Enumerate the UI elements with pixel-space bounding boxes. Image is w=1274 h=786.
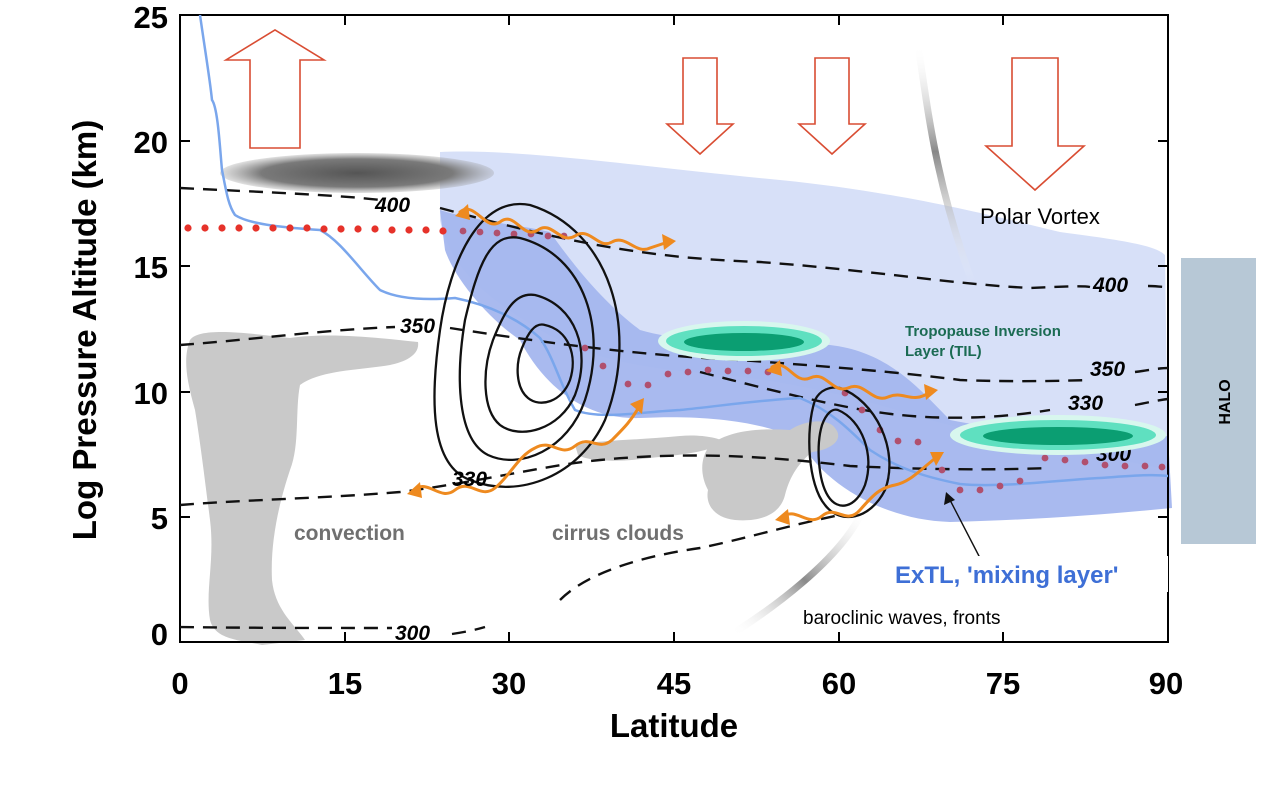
extl-label-backdrop bbox=[890, 556, 1168, 592]
y-tick-15: 15 bbox=[134, 250, 168, 285]
jet-stream-contours bbox=[433, 202, 891, 519]
extl-pointer-head bbox=[944, 492, 955, 505]
x-tick-0: 0 bbox=[171, 666, 188, 701]
isentrope-300-mid bbox=[180, 454, 1051, 507]
baroclinic-label: baroclinic waves, fronts bbox=[803, 608, 1000, 629]
wave-arrow-upper bbox=[458, 208, 670, 251]
y-tick-25: 25 bbox=[134, 0, 168, 35]
convection-label: convection bbox=[294, 522, 405, 545]
isentropes bbox=[180, 186, 1168, 636]
extl-label: ExTL, 'mixing layer' bbox=[895, 562, 1119, 589]
baroclinic-front-stroke bbox=[728, 508, 866, 638]
y-axis-title: Log Pressure Altitude (km) bbox=[66, 120, 103, 541]
halo-box bbox=[1181, 258, 1256, 544]
wave-arrow-lower-right bbox=[780, 454, 940, 522]
lower-stratosphere-region bbox=[440, 151, 1168, 470]
y-tick-20: 20 bbox=[134, 125, 168, 160]
extl-pointer-line bbox=[949, 499, 981, 559]
cirrus-cloud-left bbox=[575, 435, 725, 461]
til-ellipse-left bbox=[658, 321, 830, 361]
tropopause-line bbox=[198, 15, 1168, 487]
isentrope-label-300-bottom: 300 bbox=[395, 622, 430, 645]
til-ellipse-right bbox=[950, 415, 1166, 455]
til-label-line2: Layer (TIL) bbox=[905, 343, 982, 360]
isentrope-label-400-right: 400 bbox=[1092, 274, 1128, 297]
isentrope-400 bbox=[180, 186, 1168, 290]
x-tick-60: 60 bbox=[822, 666, 856, 701]
x-tick-75: 75 bbox=[986, 666, 1020, 701]
downward-arrow-3 bbox=[983, 57, 1087, 192]
x-tick-labels: 0 15 30 45 60 75 90 bbox=[171, 666, 1183, 701]
y-tick-0: 0 bbox=[151, 617, 168, 652]
wave-arrow-middle-left bbox=[412, 403, 642, 495]
tropopause-dots bbox=[184, 224, 447, 235]
til-label-line1: Tropopause Inversion bbox=[905, 323, 1061, 340]
isentrope-label-350-right: 350 bbox=[1090, 358, 1125, 381]
x-tick-30: 30 bbox=[492, 666, 526, 701]
baroclinic-label-backdrop bbox=[798, 598, 1166, 632]
y-tick-5: 5 bbox=[151, 501, 168, 536]
polar-vortex-label: Polar Vortex bbox=[980, 204, 1100, 229]
halo-label: HALO bbox=[1217, 379, 1234, 424]
x-tick-45: 45 bbox=[657, 666, 691, 701]
y-tick-labels: 25 20 15 10 5 0 bbox=[134, 0, 168, 652]
isentrope-300-bottom bbox=[180, 625, 486, 636]
axis-ticks bbox=[180, 15, 1168, 642]
wave-arrow-til bbox=[770, 363, 932, 400]
isentrope-300-lower bbox=[559, 513, 841, 601]
cirrus-cloud-right bbox=[702, 421, 839, 521]
circulation-arrows bbox=[223, 29, 1087, 192]
wave-arrowheads bbox=[407, 204, 944, 525]
x-tick-15: 15 bbox=[328, 666, 362, 701]
isentrope-350 bbox=[180, 325, 1168, 383]
downward-arrow-2 bbox=[796, 57, 868, 156]
upward-arrow bbox=[223, 29, 327, 149]
isentrope-label-350-left: 350 bbox=[400, 315, 435, 338]
polar-vortex-edge bbox=[914, 41, 976, 286]
cirrus-clouds-label: cirrus clouds bbox=[552, 522, 684, 545]
x-axis-title: Latitude bbox=[610, 707, 738, 744]
x-tick-90: 90 bbox=[1149, 666, 1183, 701]
y-tick-10: 10 bbox=[134, 376, 168, 411]
isentrope-label-330-right: 330 bbox=[1068, 392, 1103, 415]
isentrope-330 bbox=[699, 370, 1168, 419]
mixing-wave-arrows bbox=[412, 208, 940, 522]
convection-cloud bbox=[186, 331, 419, 645]
stratospheric-aerosol-shadow bbox=[220, 153, 494, 193]
downward-arrow-1 bbox=[664, 57, 736, 156]
isentrope-label-330-left: 330 bbox=[452, 468, 487, 491]
isentrope-label-400-left: 400 bbox=[374, 194, 410, 217]
